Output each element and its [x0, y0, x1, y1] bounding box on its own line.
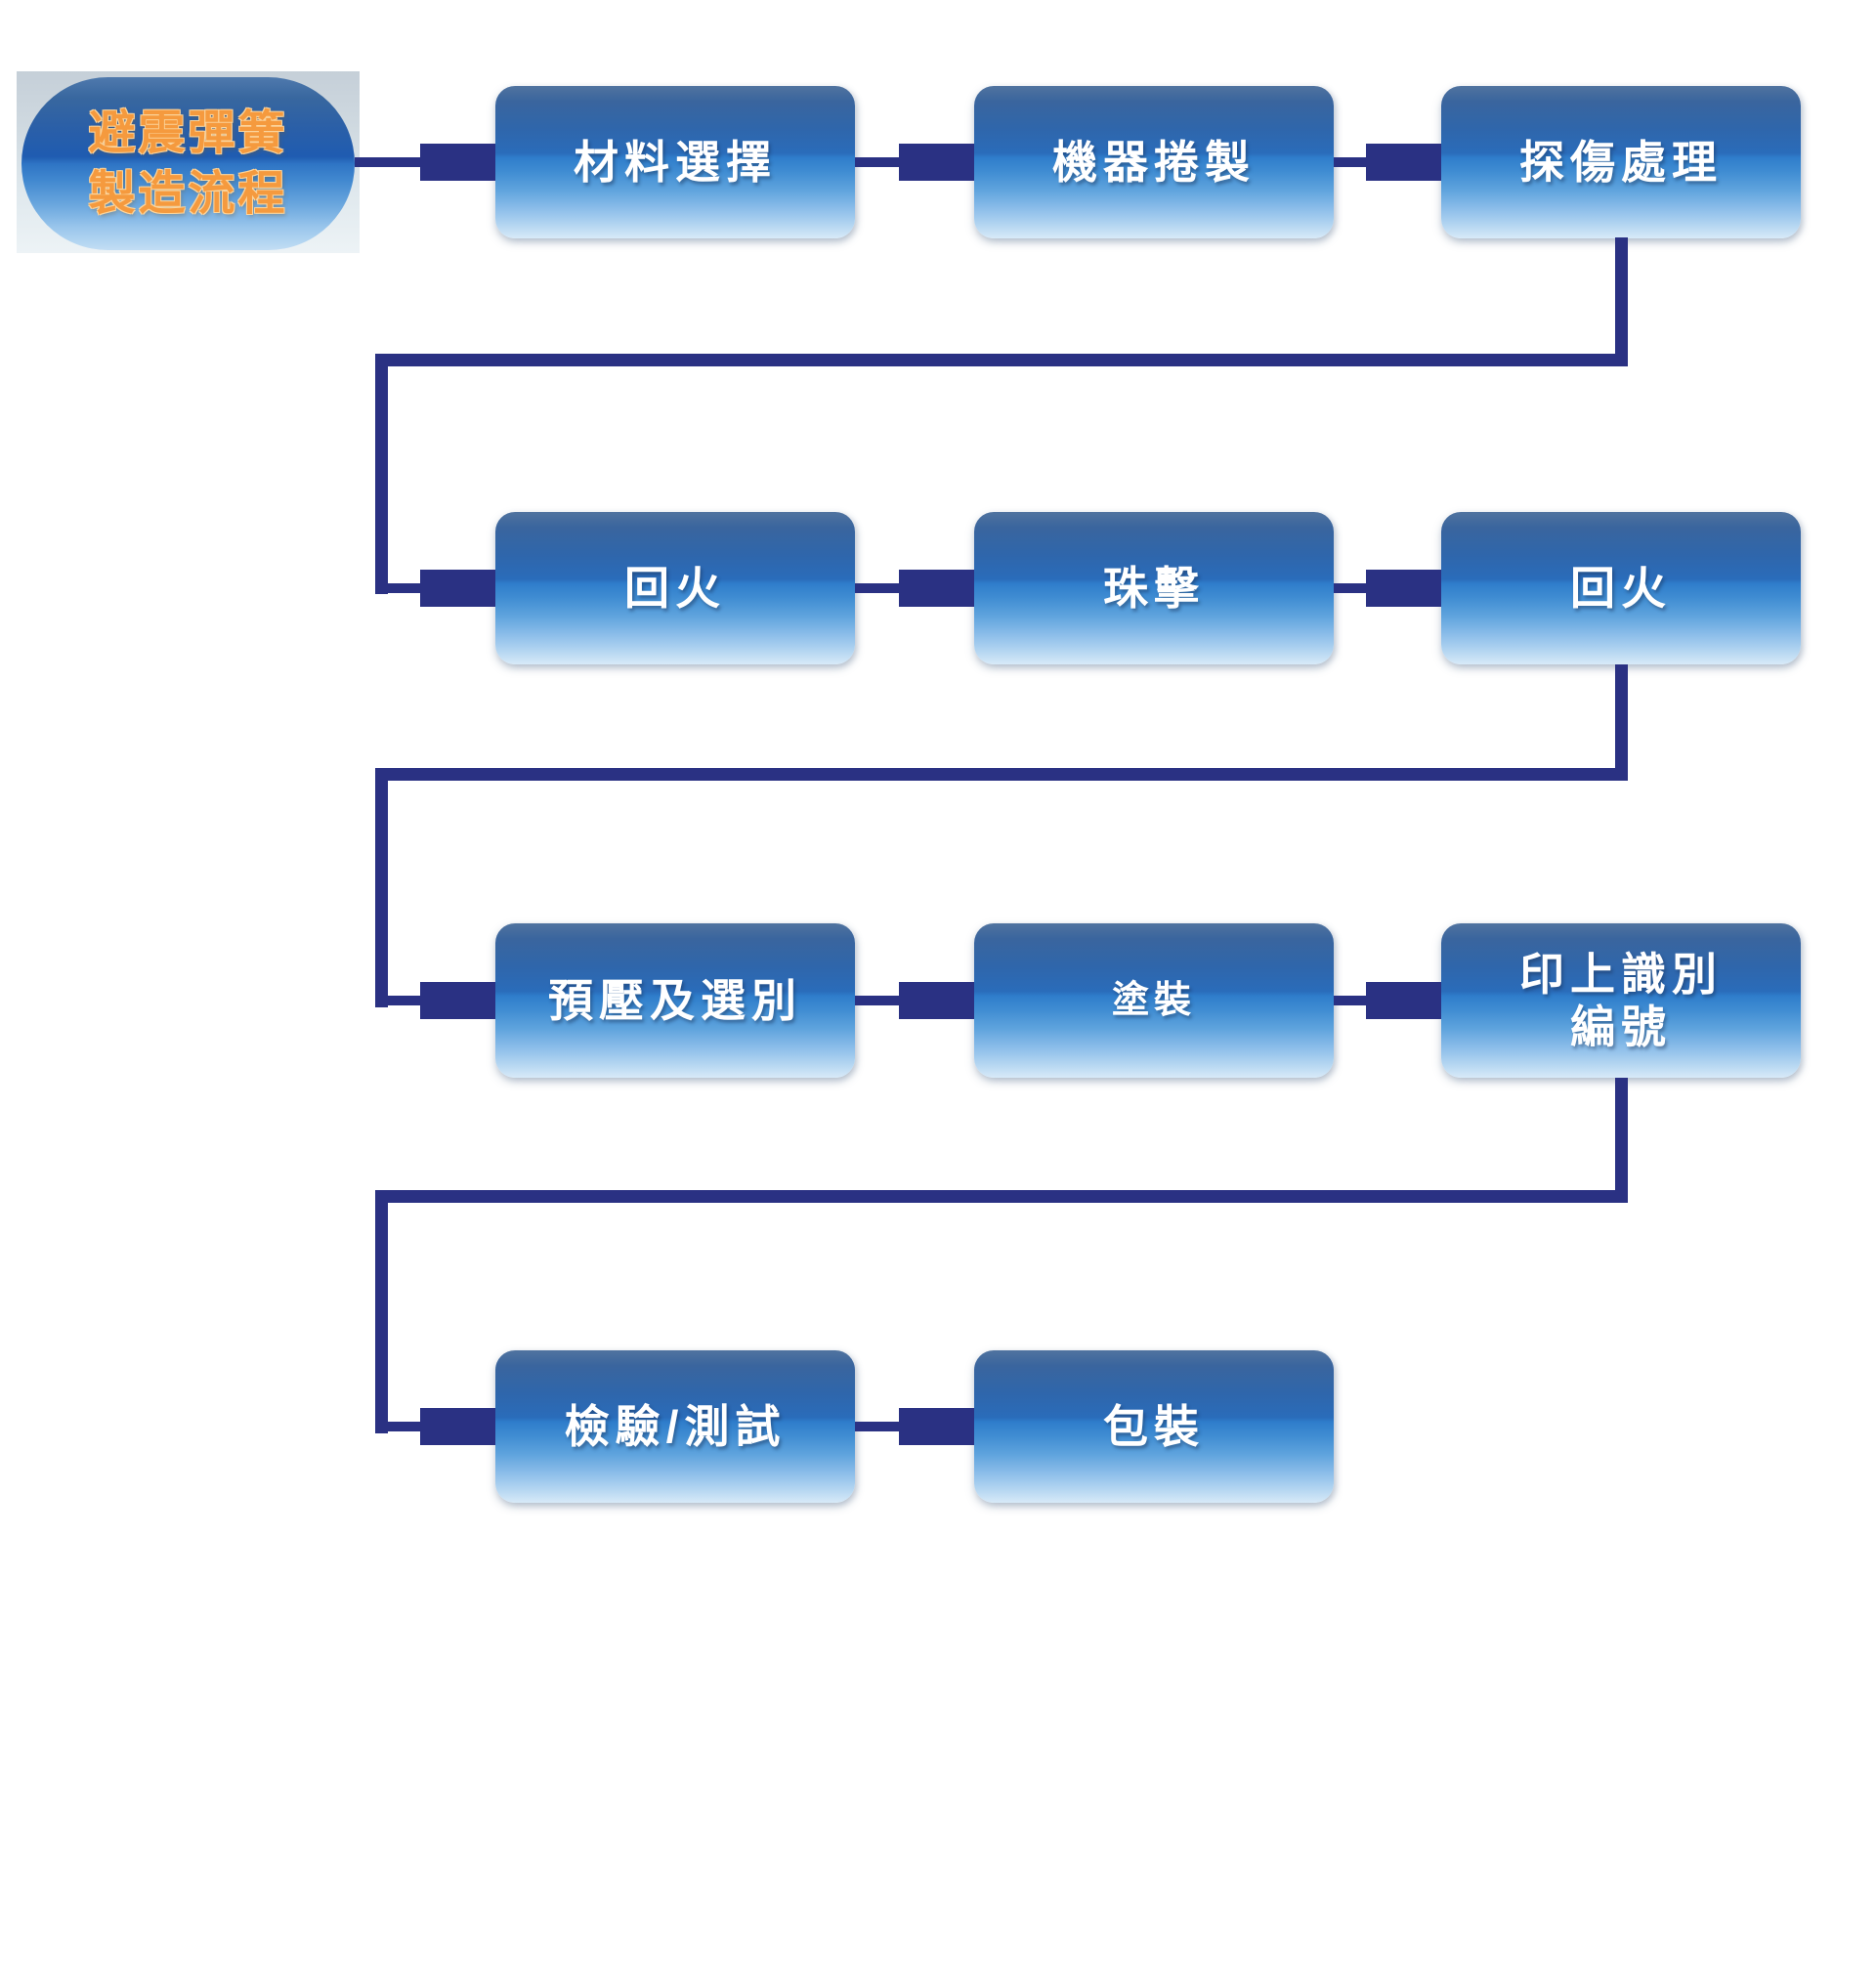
- connector-elbow-segment: [375, 1190, 1628, 1203]
- step-box-9: 印上識別 編號: [1441, 923, 1801, 1078]
- connector-arrow-block: [899, 144, 974, 181]
- connector-arrow-block: [420, 982, 495, 1019]
- start-node-title: 避震彈簧 製造流程: [88, 107, 288, 220]
- connector-elbow-segment: [375, 1190, 388, 1433]
- step-box-5: 珠擊: [974, 512, 1334, 664]
- connector-line: [855, 583, 901, 593]
- connector-elbow-segment: [1615, 237, 1628, 361]
- connector-arrow-block: [899, 982, 974, 1019]
- step-label-9: 印上識別 編號: [1519, 949, 1723, 1052]
- step-label-6: 回火: [1570, 563, 1672, 614]
- step-label-8: 塗裝: [1111, 980, 1196, 1021]
- connector-line: [381, 583, 425, 593]
- step-box-6: 回火: [1441, 512, 1801, 664]
- start-node: 避震彈簧 製造流程: [21, 77, 355, 250]
- step-label-2: 機器捲製: [1052, 137, 1256, 188]
- connector-arrow-block: [1366, 982, 1441, 1019]
- connector-elbow-segment: [375, 768, 1628, 781]
- connector-arrow-block: [1366, 570, 1441, 607]
- step-box-4: 回火: [495, 512, 855, 664]
- connector-elbow-segment: [1615, 664, 1628, 775]
- connector-arrow-block: [1366, 144, 1441, 181]
- connector-line: [855, 157, 901, 167]
- connector-elbow-segment: [375, 354, 388, 594]
- step-box-2: 機器捲製: [974, 86, 1334, 238]
- connector-arrow-block: [420, 1408, 495, 1445]
- connector-elbow-segment: [375, 354, 1628, 366]
- step-box-8: 塗裝: [974, 923, 1334, 1078]
- step-box-7: 預壓及選別: [495, 923, 855, 1078]
- step-label-4: 回火: [624, 563, 726, 614]
- step-label-3: 探傷處理: [1519, 137, 1723, 188]
- step-label-1: 材料選擇: [574, 137, 777, 188]
- connector-line: [1334, 157, 1368, 167]
- connector-line: [1334, 583, 1368, 593]
- step-label-5: 珠擊: [1103, 563, 1205, 614]
- step-box-1: 材料選擇: [495, 86, 855, 238]
- connector-arrow-block: [899, 1408, 974, 1445]
- connector-arrow-block: [899, 570, 974, 607]
- connector-elbow-segment: [375, 768, 388, 1007]
- connector-line: [1334, 996, 1368, 1005]
- connector-elbow-segment: [1615, 1078, 1628, 1197]
- connector-line: [381, 996, 425, 1005]
- connector-arrow-block: [420, 144, 495, 181]
- step-label-7: 預壓及選別: [548, 975, 802, 1026]
- step-box-10: 檢驗/測試: [495, 1350, 855, 1503]
- connector-line: [381, 1422, 425, 1431]
- connector-line: [855, 996, 901, 1005]
- connector-arrow-block: [420, 570, 495, 607]
- step-box-11: 包裝: [974, 1350, 1334, 1503]
- step-box-3: 探傷處理: [1441, 86, 1801, 238]
- step-label-11: 包裝: [1103, 1401, 1205, 1452]
- step-label-10: 檢驗/測試: [564, 1401, 787, 1452]
- connector-line: [355, 157, 422, 167]
- connector-line: [855, 1422, 901, 1431]
